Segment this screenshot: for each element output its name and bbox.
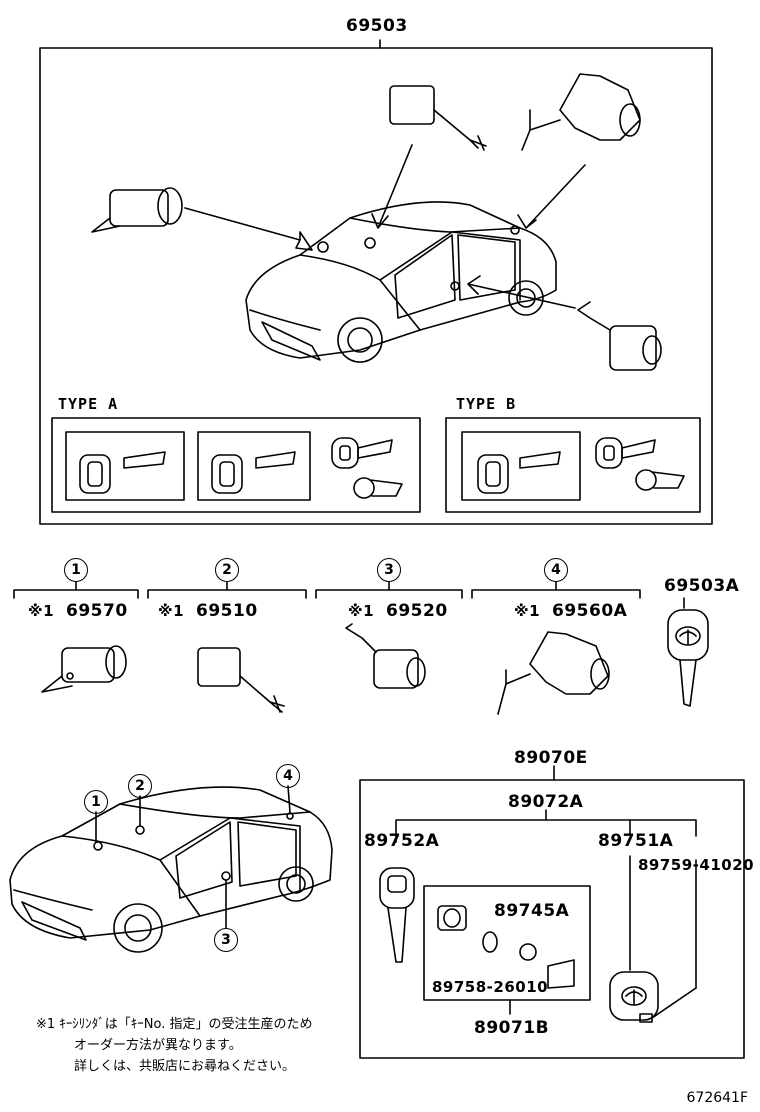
trunk-cylinder-top bbox=[521, 73, 641, 151]
arrow-door-left bbox=[371, 144, 413, 229]
callout-line-4 bbox=[287, 785, 291, 813]
type-b-frame bbox=[445, 417, 701, 513]
note-line-1: ※1 ｷｰｼﾘﾝﾀﾞは「ｷｰNo. 指定」の受注生産のため bbox=[36, 1017, 313, 1032]
bracket-2 bbox=[147, 589, 307, 599]
label-key-sub-assembly: 89072A bbox=[508, 792, 584, 812]
bracket-4 bbox=[471, 589, 641, 599]
label-main-assembly: 69503 bbox=[346, 16, 408, 36]
component-1-mark: ※1 bbox=[28, 602, 55, 620]
component-4-part: 69560A bbox=[552, 601, 628, 621]
index-circle-2: 2 bbox=[215, 558, 239, 582]
inner-parts-art bbox=[437, 905, 575, 989]
key-set-frame bbox=[359, 779, 745, 1059]
arrow-ignition bbox=[184, 207, 313, 251]
component-3-part: 69520 bbox=[386, 601, 448, 621]
index-circle-1: 1 bbox=[64, 558, 88, 582]
component-4-mark: ※1 bbox=[514, 602, 541, 620]
label-type-b: TYPE B bbox=[456, 395, 517, 413]
car-callout-4: 4 bbox=[276, 764, 300, 788]
bracket-3 bbox=[315, 589, 463, 599]
label-type-a: TYPE A bbox=[58, 395, 119, 413]
ignition-cylinder-top bbox=[91, 187, 183, 233]
diagram-reference: 672641F bbox=[686, 1090, 749, 1106]
main-assembly-frame bbox=[39, 47, 713, 525]
component-3-mark: ※1 bbox=[348, 602, 375, 620]
index-circle-3: 3 bbox=[377, 558, 401, 582]
type-b-set-1 bbox=[461, 431, 581, 501]
note-line-2: オーダー方法が異なります。 bbox=[74, 1038, 242, 1053]
component-2-part: 69510 bbox=[196, 601, 258, 621]
label-inner-cover: 89758-26010 bbox=[432, 978, 549, 996]
component-69510-art bbox=[197, 647, 285, 713]
index-circle-4: 4 bbox=[544, 558, 568, 582]
key-89751A-art bbox=[609, 971, 659, 1021]
component-1-part: 69570 bbox=[66, 601, 128, 621]
type-b-key-2 bbox=[595, 437, 685, 491]
label-key-right: 89751A bbox=[598, 831, 674, 851]
component-69520-art bbox=[345, 623, 426, 689]
car-callout-1: 1 bbox=[84, 790, 108, 814]
type-a-key-1 bbox=[79, 451, 166, 494]
component-69560A-art bbox=[497, 631, 610, 715]
car-callout-2: 2 bbox=[128, 774, 152, 798]
type-a-key-2 bbox=[211, 451, 296, 494]
bracket-1 bbox=[13, 589, 139, 599]
arrow-door-right bbox=[467, 275, 576, 309]
bracket-89072A bbox=[395, 819, 697, 843]
key-89752A-art bbox=[379, 867, 415, 963]
type-a-set-1 bbox=[65, 431, 185, 501]
label-screw: 89759-41020 bbox=[638, 856, 755, 874]
type-b-key-1 bbox=[477, 451, 561, 494]
label-inner-part: 89745A bbox=[494, 901, 570, 921]
note-line-3: 詳しくは、共販店にお尋ねください。 bbox=[74, 1059, 296, 1074]
car-callout-3: 3 bbox=[214, 928, 238, 952]
type-a-set-2 bbox=[197, 431, 311, 501]
label-inner-kit: 89071B bbox=[474, 1018, 550, 1038]
type-a-key-3 bbox=[331, 437, 403, 499]
inner-kit-frame bbox=[423, 885, 591, 1001]
car-top-illustration bbox=[245, 201, 557, 363]
door-cylinder-top bbox=[389, 85, 487, 151]
component-2-mark: ※1 bbox=[158, 602, 185, 620]
type-a-frame bbox=[51, 417, 421, 513]
label-master-key: 69503A bbox=[664, 576, 740, 596]
master-key-69503A-art bbox=[667, 597, 709, 707]
label-key-left: 89752A bbox=[364, 831, 440, 851]
label-key-set: 89070E bbox=[514, 748, 588, 768]
car-bottom-illustration bbox=[9, 786, 333, 953]
door-cylinder-right-top bbox=[577, 301, 662, 371]
component-69570-art bbox=[41, 645, 127, 693]
arrow-trunk bbox=[517, 164, 586, 229]
